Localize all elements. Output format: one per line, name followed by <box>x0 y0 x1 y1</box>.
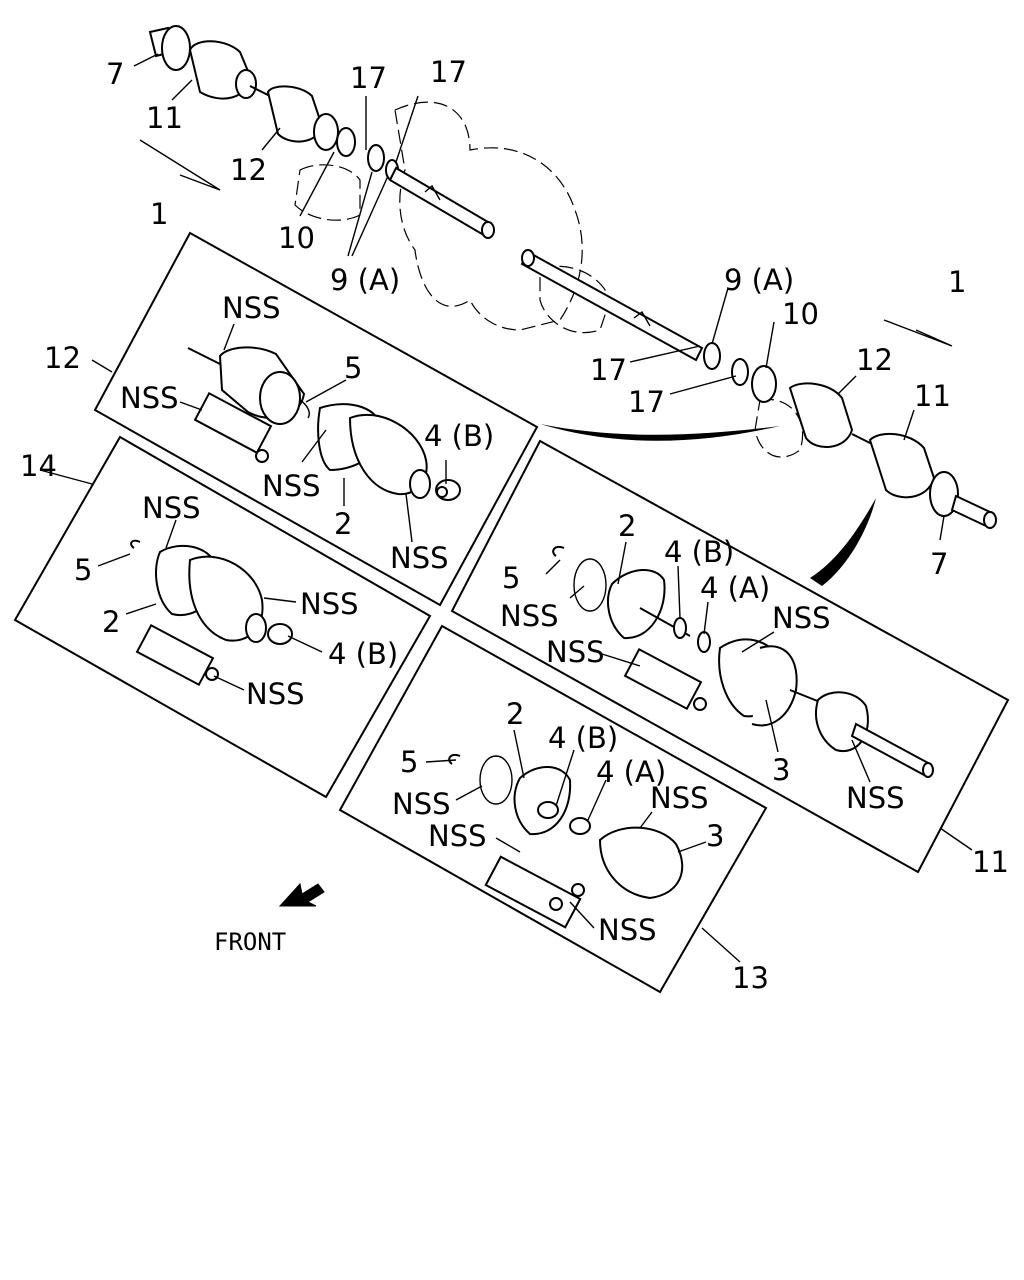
label-11-top: 11 <box>146 101 183 135</box>
label-17-top-b: 17 <box>430 55 467 89</box>
label-12-box: 12 <box>44 341 81 375</box>
front-indicator: FRONT <box>214 882 325 956</box>
label-5-b13: 5 <box>400 745 418 779</box>
label-17-right-b: 17 <box>628 385 665 419</box>
label-nss-b12-d: NSS <box>390 541 449 575</box>
label-10-top: 10 <box>278 221 315 255</box>
label-5-b11: 5 <box>502 561 520 595</box>
label-nss-b13-d: NSS <box>598 913 657 947</box>
label-nss-b13-a: NSS <box>650 781 709 815</box>
label-2-b12: 2 <box>334 507 352 541</box>
box-13 <box>338 624 768 994</box>
label-12-top: 12 <box>230 153 267 187</box>
label-nss-b14-b: NSS <box>300 587 359 621</box>
label-nss-b12-b: NSS <box>120 381 179 415</box>
label-4b-b13: 4 (B) <box>548 721 618 755</box>
label-9a-top: 9 (A) <box>330 263 400 297</box>
label-1-right: 1 <box>948 265 966 299</box>
label-17-top-a: 17 <box>350 61 387 95</box>
front-label: FRONT <box>214 928 286 956</box>
label-4b-b11: 4 (B) <box>664 535 734 569</box>
box-12 <box>93 231 539 607</box>
label-nss-b14-a: NSS <box>142 491 201 525</box>
label-2-b14: 2 <box>102 605 120 639</box>
label-4b-b12: 4 (B) <box>424 419 494 453</box>
label-2-b11: 2 <box>618 509 636 543</box>
label-2-b13: 2 <box>506 697 524 731</box>
label-11-box: 11 <box>972 845 1009 879</box>
label-4a-b13: 4 (A) <box>596 755 666 789</box>
label-nss-b12-c: NSS <box>262 469 321 503</box>
upper-driveshaft <box>148 25 495 239</box>
label-nss-b11-c: NSS <box>546 635 605 669</box>
label-4b-b14: 4 (B) <box>328 637 398 671</box>
label-nss-b13-b: NSS <box>392 787 451 821</box>
label-nss-b14-c: NSS <box>246 677 305 711</box>
leader-lines <box>39 53 973 963</box>
label-10-right: 10 <box>782 297 819 331</box>
label-nss-b12-a: NSS <box>222 291 281 325</box>
box-11 <box>450 439 1010 874</box>
label-nss-b11-d: NSS <box>846 781 905 815</box>
label-9a-right: 9 (A) <box>724 263 794 297</box>
front-arrow-icon <box>278 882 325 907</box>
label-7-right: 7 <box>930 547 948 581</box>
label-4a-b11: 4 (A) <box>700 571 770 605</box>
label-5-b12: 5 <box>344 351 362 385</box>
label-1-top: 1 <box>150 197 168 231</box>
label-nss-b11-b: NSS <box>772 601 831 635</box>
label-3-b11: 3 <box>772 753 790 787</box>
leader-wedge-11 <box>810 498 876 586</box>
labels: 7 11 12 1 10 17 17 9 (A) 9 (A) 1 10 12 1… <box>20 55 1009 995</box>
label-14-box: 14 <box>20 449 57 483</box>
label-12-right: 12 <box>856 343 893 377</box>
label-5-b14: 5 <box>74 553 92 587</box>
label-11-right: 11 <box>914 379 951 413</box>
label-nss-b13-c: NSS <box>428 819 487 853</box>
label-17-right-a: 17 <box>590 353 627 387</box>
label-7-top: 7 <box>106 57 124 91</box>
label-13-box: 13 <box>732 961 769 995</box>
lower-driveshaft <box>520 249 997 529</box>
box-14 <box>13 435 432 799</box>
label-nss-b11-a: NSS <box>500 599 559 633</box>
leader-wedge-12 <box>540 424 780 441</box>
label-3-b13: 3 <box>706 819 724 853</box>
